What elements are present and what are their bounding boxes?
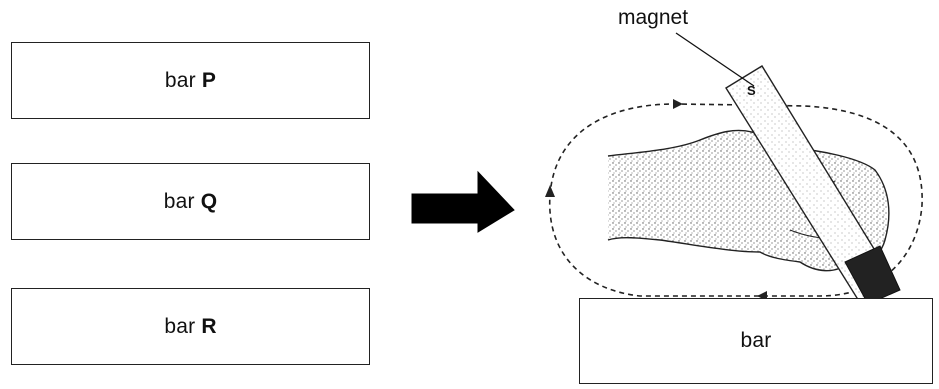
main-bar-label: bar: [740, 329, 772, 352]
right-arrow-icon: [411, 170, 515, 233]
bar-r-letter: R: [201, 314, 217, 338]
bar-q-word: bar: [163, 189, 195, 213]
stroking-path-dashed: [549, 103, 923, 297]
bar-q-label: bar Q: [164, 190, 218, 214]
magnet-leader-line: [675, 32, 755, 87]
path-arrowhead-top: [673, 99, 683, 109]
bar-q-box: bar Q: [11, 163, 370, 240]
magnet-tip: [844, 245, 901, 305]
main-bar-box: bar: [579, 298, 933, 384]
bar-r-word: bar: [164, 314, 196, 338]
bar-q-letter: Q: [200, 189, 218, 213]
bar-p-word: bar: [164, 68, 196, 92]
bar-r-box: bar R: [11, 288, 370, 365]
magnet-pole-label: S: [747, 83, 756, 98]
bar-p-label: bar P: [165, 69, 216, 93]
magnet-label: magnet: [618, 6, 688, 29]
bar-p-letter: P: [201, 68, 217, 92]
path-arrowhead-left: [545, 185, 555, 197]
bar-r-label: bar R: [164, 315, 216, 339]
bar-p-box: bar P: [11, 42, 370, 119]
